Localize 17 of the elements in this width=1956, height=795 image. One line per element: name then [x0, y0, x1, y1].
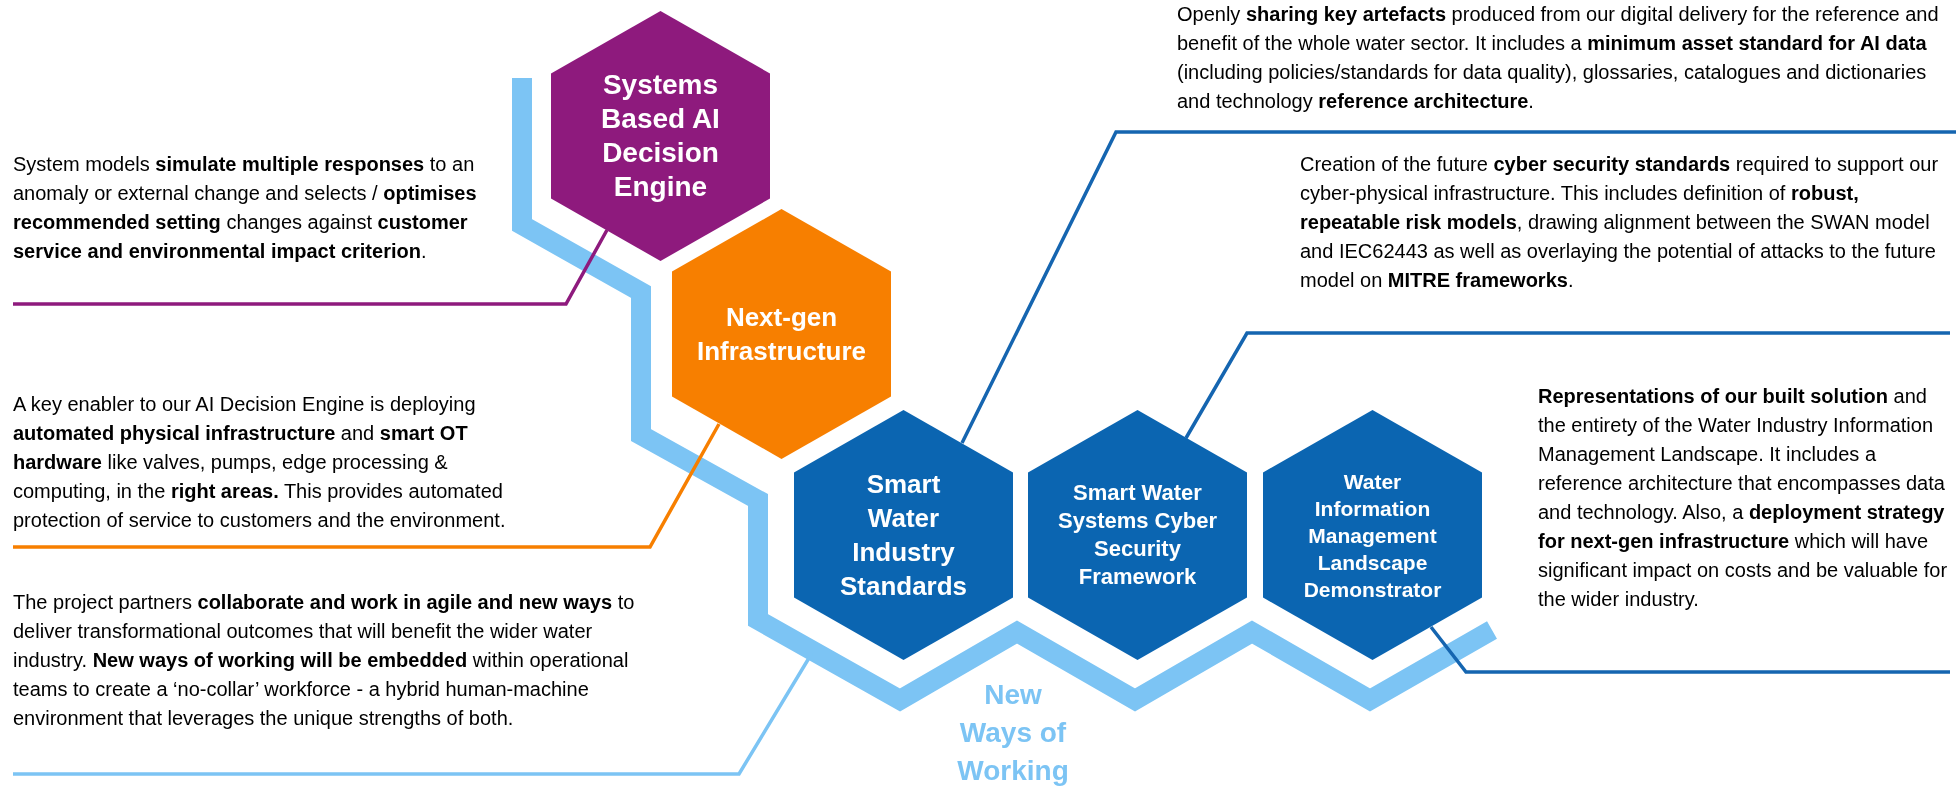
hexagon — [551, 11, 770, 261]
leader-line — [1184, 331, 1950, 439]
leader-line — [13, 423, 721, 549]
description-text: Openly sharing key artefacts produced from our digital delivery for the reference and benefit of the whole water sector. It includes a minimum asset standard for AI data (including policies/standards for data quality), glossaries, catalogues and dictionaries and technology reference architecture. — [1177, 0, 1956, 132]
leader-line — [960, 130, 1956, 444]
hexagon-label: Systems Based AI Decision Engine — [600, 68, 721, 204]
leader-line — [13, 229, 609, 306]
description-text: A key enabler to our AI Decision Engine is deploying automated physical infrastructure and smart OT hardware like valves, pumps, edge processing & computing, in the right areas. This provides automated protection of service to customers and the environment. — [13, 390, 541, 547]
hexagon-label: Smart Water Industry Standards — [838, 468, 969, 603]
description-text: System models simulate multiple responses to an anomaly or external change and selects / optimises recommended setting changes against customer service and environmental impact criterion. — [13, 150, 481, 304]
hexagon-label: Water Information Management Landscape Demonstrator — [1302, 468, 1443, 603]
description-text: Creation of the future cyber security standards required to support our cyber-physical infrastructure. This includes definition of robust, repeatable risk models, drawing alignment between the SWAN model and IEC62443 as well as overlaying the potential of attacks to the future model on MITRE frameworks. — [1300, 150, 1950, 333]
band-title: New Ways of Working — [956, 678, 1070, 788]
hexagon-label: Smart Water Systems Cyber Security Framework — [1057, 479, 1218, 591]
hexagon-label: Next-gen Infrastructure — [695, 301, 867, 368]
description-text: Representations of our built solution and the entirety of the Water Industry Information Management Landscape. It includes a reference architecture that encompasses data and technology. Also, a deployment strategy for next-gen infrastructure which will have significant impact on costs and be valuable for the wider industry. — [1538, 382, 1950, 672]
description-text: The project partners collaborate and work in agile and new ways to deliver transformational outcomes that will benefit the wider water industry. New ways of working will be embedded within operational teams to create a ‘no-collar’ workforce - a hybrid human-machine environment that leverages the unique strengths of both. — [13, 588, 638, 774]
